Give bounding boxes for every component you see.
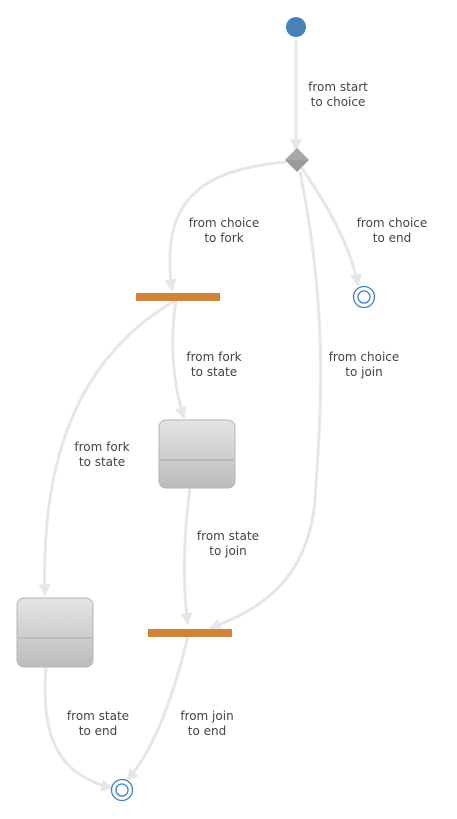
svg-text:to state: to state <box>191 365 237 379</box>
edge-fork-to-state1[interactable] <box>38 298 177 597</box>
svg-text:to end: to end <box>79 724 117 738</box>
svg-text:from choice: from choice <box>189 216 260 230</box>
svg-text:from join: from join <box>180 709 233 723</box>
state2-node[interactable]: State2 <box>158 419 236 489</box>
label-fork-to-state1: from fork to state <box>74 440 129 469</box>
svg-text:to choice: to choice <box>311 95 366 109</box>
fork-bar[interactable] <box>136 293 220 301</box>
label-state1-to-end: from state to end <box>67 709 129 738</box>
initial-node[interactable] <box>286 17 306 37</box>
edge-choice-to-join[interactable] <box>208 171 323 630</box>
svg-text:to join: to join <box>345 365 382 379</box>
final-node-right[interactable] <box>352 285 376 309</box>
svg-text:to join: to join <box>209 544 246 558</box>
label-choice-to-fork: from choice to fork <box>189 216 260 245</box>
svg-text:from choice: from choice <box>357 216 428 230</box>
state1-name: State1 <box>37 614 73 627</box>
svg-text:from state: from state <box>197 529 259 543</box>
label-start-to-choice: from start to choice <box>308 80 368 109</box>
edge-choice-to-end[interactable] <box>300 167 362 287</box>
label-choice-to-join: from choice to join <box>329 350 400 379</box>
svg-text:to fork: to fork <box>204 231 243 245</box>
state1-node[interactable]: State1 <box>16 597 94 668</box>
join-bar[interactable] <box>148 629 232 637</box>
svg-text:from start: from start <box>308 80 368 94</box>
choice-node[interactable] <box>285 148 309 172</box>
label-choice-to-end: from choice to end <box>357 216 428 245</box>
state2-name: State2 <box>179 435 215 448</box>
label-state2-to-join: from state to join <box>197 529 259 558</box>
edge-state1-to-end[interactable] <box>43 665 114 792</box>
svg-text:from fork: from fork <box>74 440 129 454</box>
svg-text:from state: from state <box>67 709 129 723</box>
label-join-to-end: from join to end <box>180 709 233 738</box>
svg-text:from choice: from choice <box>329 350 400 364</box>
edge-fork-to-state2[interactable] <box>171 299 187 420</box>
svg-text:to state: to state <box>79 455 125 469</box>
final-node-bottom[interactable] <box>110 778 134 802</box>
svg-text:to end: to end <box>188 724 226 738</box>
svg-text:from fork: from fork <box>186 350 241 364</box>
label-fork-to-state2: from fork to state <box>186 350 241 379</box>
edge-state2-to-join[interactable] <box>180 487 193 626</box>
edge-choice-to-fork[interactable] <box>164 160 287 292</box>
edge-join-to-end[interactable] <box>125 635 190 782</box>
svg-text:to end: to end <box>373 231 411 245</box>
